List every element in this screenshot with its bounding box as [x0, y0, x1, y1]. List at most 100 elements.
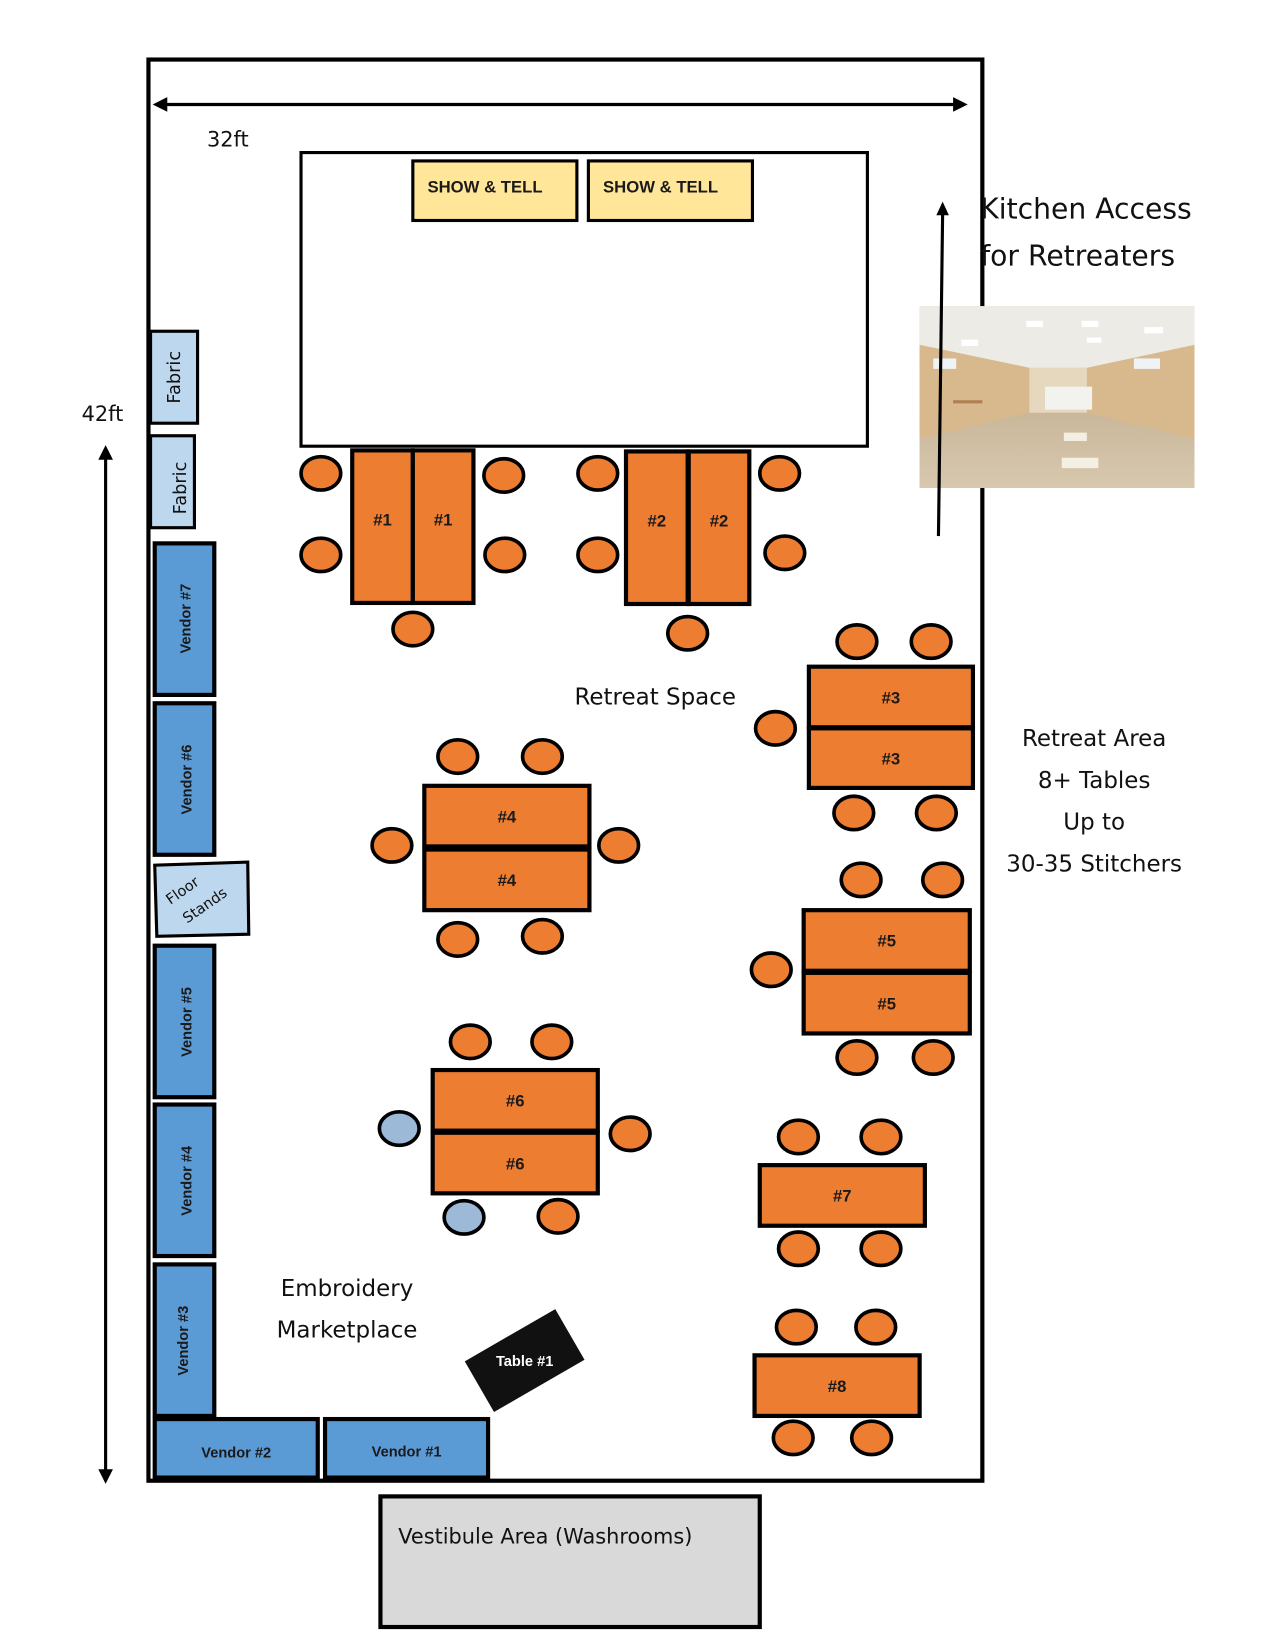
retreat-table-t2a[interactable]: #2 — [623, 449, 690, 607]
retreat-tables: #1 #1 #2#2 #3 #3 #4 #4 #5 #5 #6 #6 #7 #8 — [350, 448, 976, 1419]
table-number: #5 — [877, 932, 896, 951]
chair-icon[interactable] — [859, 1230, 903, 1268]
table-number: #6 — [506, 1092, 525, 1111]
retreat-table-t4b[interactable]: #4 — [422, 847, 592, 913]
chair-icon[interactable] — [370, 826, 414, 864]
chair-icon[interactable] — [483, 536, 527, 574]
retreat-table-t7[interactable]: #7 — [757, 1163, 927, 1228]
chair-icon[interactable] — [774, 1308, 819, 1346]
retreat-table-t3b[interactable]: #3 — [806, 726, 976, 790]
chair-icon[interactable] — [436, 738, 480, 776]
table-number: #3 — [882, 749, 901, 768]
chair-icon[interactable] — [859, 1118, 903, 1156]
kitchen-access-label: for Retreaters — [980, 239, 1175, 272]
retreat-table-t5b[interactable]: #5 — [801, 970, 972, 1036]
chair-icon[interactable] — [530, 1023, 574, 1061]
vendor-booth-7[interactable]: Vendor #7 — [152, 541, 217, 697]
chair-icon[interactable] — [757, 454, 802, 492]
retreat-table-t5a[interactable]: #5 — [801, 908, 972, 973]
chair-icon[interactable] — [377, 1110, 421, 1148]
fabric-stall-2[interactable]: Fabric — [148, 434, 197, 530]
retreat-space-label: Retreat Space — [575, 684, 737, 710]
chair-icon[interactable] — [597, 826, 641, 864]
chair-icon[interactable] — [576, 454, 620, 492]
vendor-label: Vendor #3 — [176, 1306, 192, 1376]
chair-icon[interactable] — [914, 794, 959, 832]
black-table-label: Table #1 — [496, 1354, 553, 1370]
chair-icon[interactable] — [520, 917, 565, 955]
chair-icon[interactable] — [763, 534, 807, 572]
retreat-table-t6a[interactable]: #6 — [430, 1067, 600, 1133]
stage-area — [299, 150, 869, 448]
retreat-table-t2b[interactable]: #2 — [686, 449, 752, 607]
table-surface — [801, 908, 972, 973]
show-tell-table-1[interactable]: SHOW & TELL — [411, 159, 579, 223]
vendor-booth-1[interactable]: Vendor #1 — [322, 1416, 491, 1480]
chair-icon[interactable] — [835, 1038, 879, 1077]
chair-icon[interactable] — [299, 536, 343, 574]
vestibule-area: Vestibule Area (Washrooms) — [378, 1494, 762, 1630]
chair-icon[interactable] — [665, 614, 710, 652]
chair-icon[interactable] — [771, 1419, 815, 1457]
table-number: #4 — [498, 807, 517, 826]
retreat-area-label: Retreat Area — [1022, 726, 1166, 752]
chair-icon[interactable] — [911, 1038, 955, 1077]
chair-icon[interactable] — [909, 623, 953, 661]
height-dimension-arrow — [98, 445, 113, 1484]
chair-icon[interactable] — [536, 1197, 580, 1235]
vendor-booth-6[interactable]: Vendor #6 — [152, 701, 217, 857]
chair-icon[interactable] — [849, 1419, 894, 1457]
vendor-label: Vendor #2 — [201, 1446, 271, 1462]
vendor-label: Vendor #1 — [372, 1445, 442, 1461]
fabric-stall-1[interactable]: Fabric — [148, 329, 200, 425]
table-number: #1 — [434, 511, 453, 530]
kitchen-access-label: Kitchen Access — [980, 192, 1192, 225]
floor-stands[interactable]: Floor Stands — [153, 860, 251, 938]
chair-icon[interactable] — [608, 1115, 652, 1153]
chair-icon[interactable] — [299, 454, 343, 492]
kitchen-access-arrow — [936, 201, 949, 537]
retreat-table-t1b[interactable]: #1 — [410, 448, 476, 606]
table-surface — [410, 448, 476, 606]
chair-icon[interactable] — [835, 623, 879, 661]
chair-icon[interactable] — [776, 1118, 821, 1156]
vendor-booth-3[interactable]: Vendor #3 — [152, 1262, 217, 1419]
table-number: #6 — [506, 1154, 525, 1173]
retreat-table-t3a[interactable]: #3 — [806, 664, 976, 730]
retreat-table-t4a[interactable]: #4 — [422, 783, 592, 849]
chair-icon[interactable] — [436, 920, 480, 958]
chair-icon[interactable] — [854, 1308, 898, 1346]
width-dimension-arrow — [152, 97, 968, 112]
black-table-1[interactable]: Table #1 — [464, 1309, 585, 1413]
table-number: #4 — [498, 871, 517, 890]
show-tell-label: SHOW & TELL — [427, 177, 542, 196]
chair-icon[interactable] — [749, 951, 793, 989]
chair-icon[interactable] — [391, 610, 435, 648]
chair-icon[interactable] — [776, 1230, 821, 1268]
width-label: 32ft — [207, 127, 249, 151]
retreat-table-t6b[interactable]: #6 — [430, 1130, 600, 1196]
table-surface — [752, 1353, 922, 1419]
table-surface — [350, 448, 415, 606]
height-label: 42ft — [82, 402, 124, 426]
vendor-booth-2[interactable]: Vendor #2 — [152, 1416, 320, 1480]
chair-icon[interactable] — [442, 1198, 486, 1236]
table-surface — [757, 1163, 927, 1228]
chair-icon[interactable] — [753, 709, 798, 747]
chair-icon[interactable] — [920, 861, 965, 899]
chair-icon[interactable] — [832, 794, 876, 832]
chair-icon[interactable] — [576, 536, 620, 574]
vendor-booth-4[interactable]: Vendor #4 — [152, 1102, 217, 1259]
chair-icon[interactable] — [448, 1023, 492, 1061]
chair-icon[interactable] — [839, 861, 883, 899]
retreat-table-t8[interactable]: #8 — [752, 1353, 922, 1419]
chair-icon[interactable] — [482, 456, 526, 495]
table-number: #3 — [882, 688, 901, 707]
retreat-table-t1a[interactable]: #1 — [350, 448, 415, 606]
table-surface — [806, 726, 976, 790]
table-surface — [801, 970, 972, 1036]
vendor-booth-5[interactable]: Vendor #5 — [152, 943, 217, 1100]
show-tell-table-2[interactable]: SHOW & TELL — [586, 159, 755, 223]
chair-icon[interactable] — [520, 738, 565, 776]
